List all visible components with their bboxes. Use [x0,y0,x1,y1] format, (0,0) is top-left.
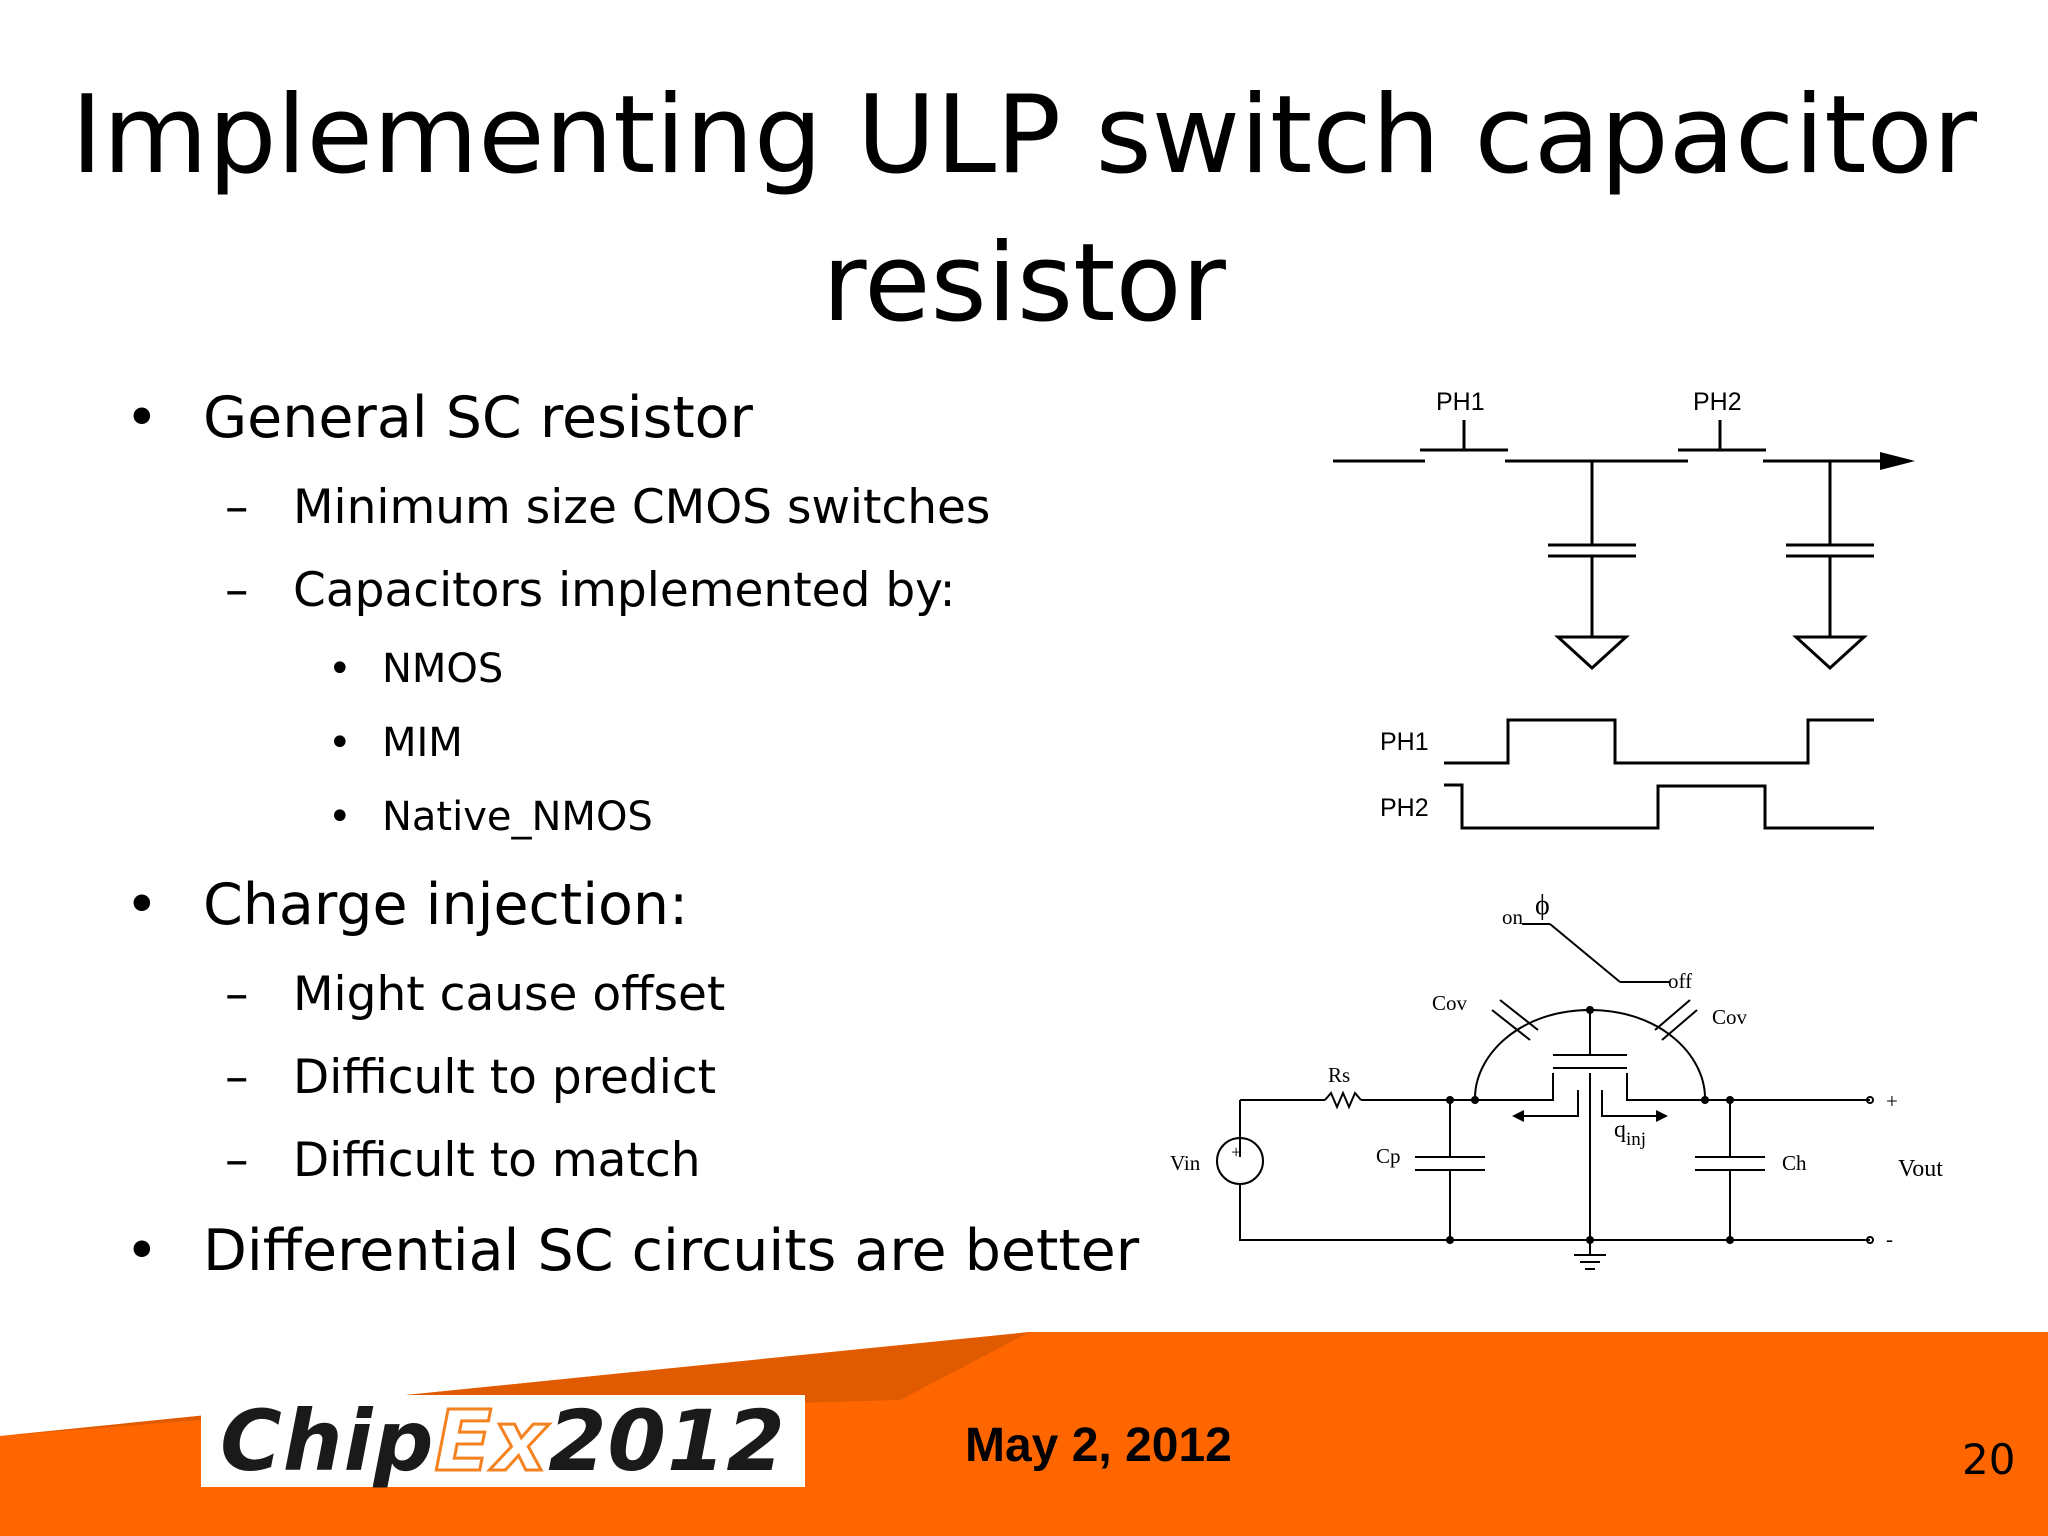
bullet-marker: • [328,720,352,766]
label-ph2-switch: PH2 [1693,388,1742,416]
label-vout: Vout [1898,1156,1943,1182]
bullet-list: • General SC resistor – Minimum size CMO… [0,0,1160,1320]
label-qinj: qinj [1614,1117,1646,1150]
logo-ex: Ex [433,1391,549,1492]
dash-marker: – [225,1050,249,1105]
label-ch: Ch [1782,1151,1807,1175]
bullet-text: NMOS [382,646,504,692]
page-number: 20 [1962,1435,2016,1484]
label-cov-left: Cov [1432,991,1468,1015]
bullet-marker: • [125,872,159,938]
label-off: off [1668,969,1692,993]
logo-year: 2012 [548,1392,786,1490]
footer-date: May 2, 2012 [965,1419,1232,1472]
label-ph2-timing: PH2 [1380,794,1429,822]
label-rs: Rs [1328,1063,1350,1087]
bullet-marker: • [328,646,352,692]
dash-marker: – [225,967,249,1022]
bullet-text: Native_NMOS [382,794,653,840]
bullet-marker: • [125,1218,159,1284]
label-vout-minus: - [1886,1227,1893,1251]
label-cov-right: Cov [1712,1005,1748,1029]
title-line-2: resistor [822,221,1226,346]
bullet-text: Charge injection: [203,872,689,938]
bullet-text: Difficult to match [293,1133,701,1188]
label-source-plus: + [1231,1142,1241,1162]
sc-resistor-schematic [1333,420,1890,671]
label-ph1-timing: PH1 [1380,728,1429,756]
logo-chip: Chip [220,1392,435,1490]
bullet-text: Capacitors implemented by: [293,563,956,618]
label-ph1-switch: PH1 [1436,388,1485,416]
dash-marker: – [225,563,249,618]
title-line-1: Implementing ULP switch capacitor [70,73,1978,198]
circuit-figures: PH1 PH2 PH1 PH2 [1170,388,1943,1270]
bullet-text: Might cause offset [293,967,726,1022]
label-vout-plus: + [1886,1089,1898,1113]
label-cp: Cp [1376,1144,1401,1168]
bullet-text: MIM [382,720,463,766]
bullet-text: Difficult to predict [293,1050,717,1105]
output-arrow [1880,452,1915,470]
bullet-text: General SC resistor [203,385,753,451]
bullet-text: Minimum size CMOS switches [293,480,991,535]
timing-diagram [1444,718,1874,830]
dash-marker: – [225,1133,249,1188]
label-vin: Vin [1170,1151,1201,1175]
label-on: on [1502,905,1524,929]
dash-marker: – [225,480,249,535]
bullet-text: Differential SC circuits are better [203,1218,1140,1284]
charge-injection-schematic [1216,923,1874,1270]
phi-icon: ϕ [1535,890,1550,921]
slide-title: Implementing ULP switch capacitor resist… [60,62,1988,358]
bullet-marker: • [125,385,159,451]
bullet-marker: • [328,794,352,840]
